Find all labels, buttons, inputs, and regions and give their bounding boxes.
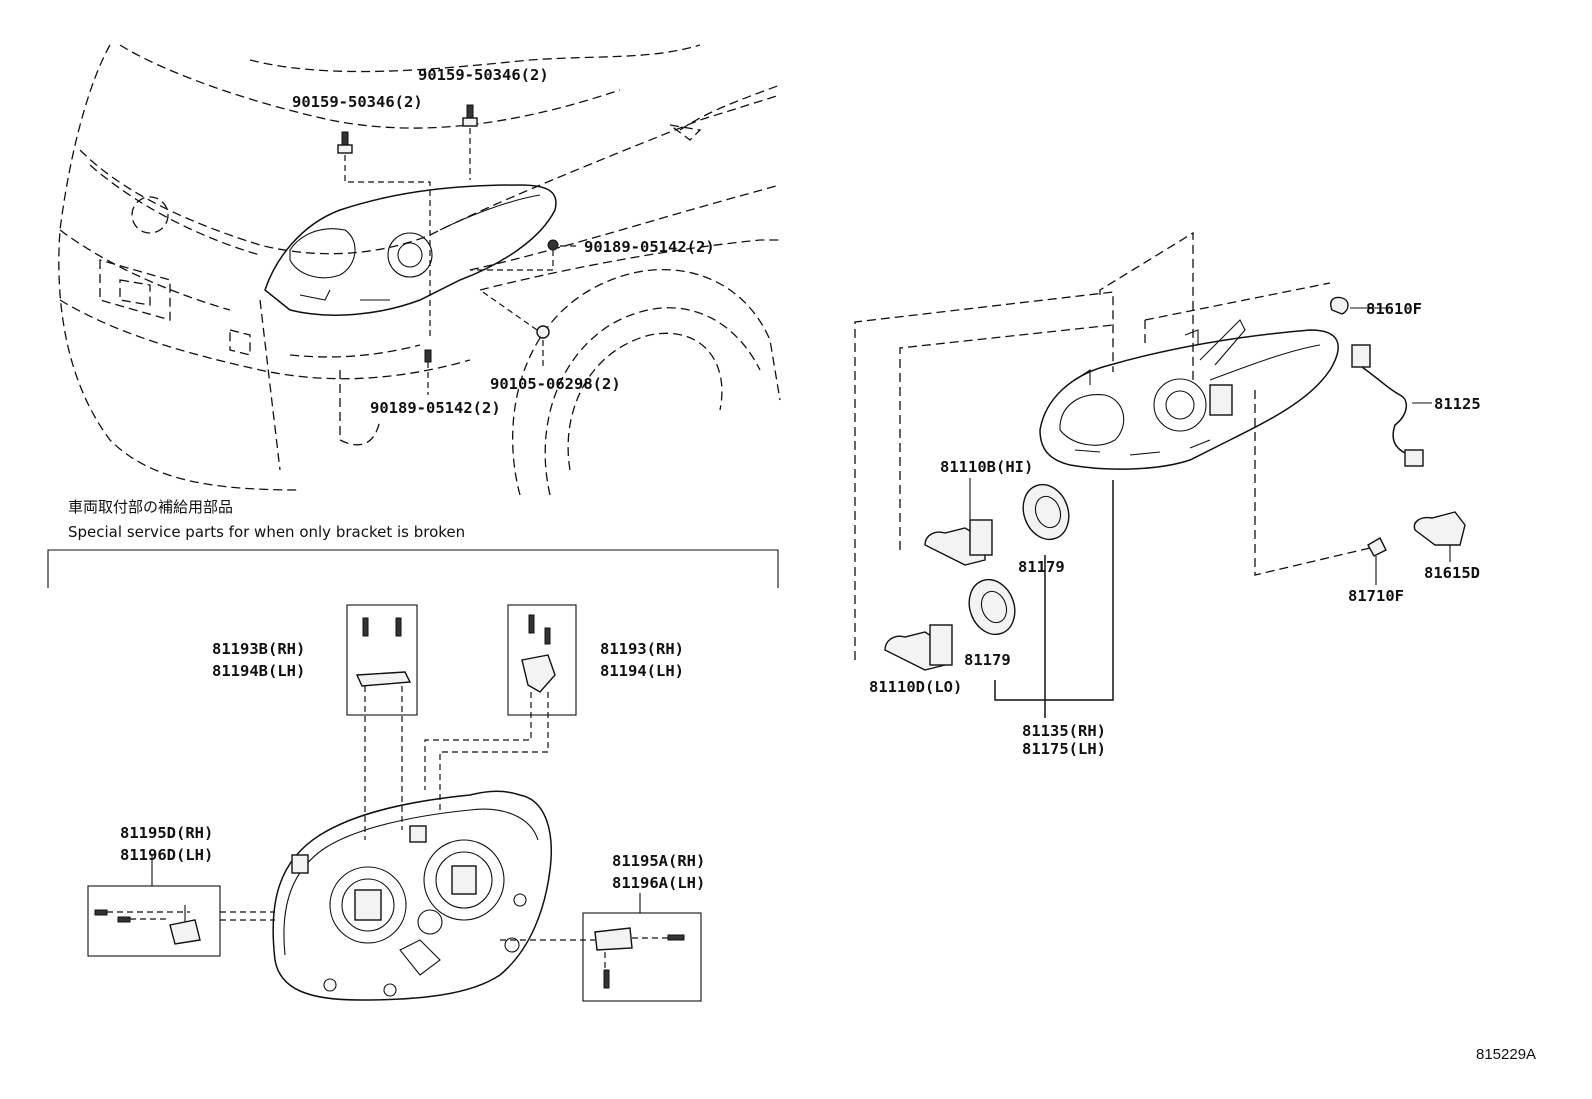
- label-81196A-lh: 81196A(LH): [612, 874, 705, 892]
- vehicle-front-outline: [58, 44, 781, 496]
- label-90105-06298: 90105-06298(2): [490, 375, 621, 393]
- label-81195D-rh: 81195D(RH): [120, 824, 213, 842]
- label-90159-50346-left: 90159-50346(2): [292, 93, 423, 111]
- label-81110D-lo: 81110D(LO): [869, 678, 962, 696]
- label-81135-rh: 81135(RH): [1022, 722, 1106, 740]
- label-81194B-lh: 81194B(LH): [212, 662, 305, 680]
- note-english: Special service parts for when only brac…: [68, 523, 465, 541]
- label-81615D: 81615D: [1424, 564, 1480, 582]
- note-japanese: 車両取付部の補給用部品: [68, 498, 233, 516]
- label-81193-rh: 81193(RH): [600, 640, 684, 658]
- bracket-box-81195D: [87, 856, 275, 957]
- label-81179-upper: 81179: [1018, 558, 1065, 576]
- label-81110B-hi: 81110B(HI): [940, 458, 1033, 476]
- headlamp-rear-view: [272, 790, 552, 1001]
- label-81193B-rh: 81193B(RH): [212, 640, 305, 658]
- label-90189-05142-lower: 90189-05142(2): [370, 399, 501, 417]
- label-81194-lh: 81194(LH): [600, 662, 684, 680]
- bracket-box-81195A: [500, 893, 702, 1002]
- figure-id: 815229A: [1476, 1046, 1536, 1063]
- bracket-box-81193B: [346, 604, 418, 840]
- label-81179-lower: 81179: [964, 651, 1011, 669]
- label-81195A-rh: 81195A(RH): [612, 852, 705, 870]
- label-90159-50346-upper: 90159-50346(2): [418, 66, 549, 84]
- label-90189-05142-right: 90189-05142(2): [584, 238, 715, 256]
- bracket-section-frame: [47, 549, 779, 588]
- label-81710F: 81710F: [1348, 587, 1404, 605]
- label-81610F: 81610F: [1366, 300, 1422, 318]
- headlamp-assembly-exploded: [854, 231, 1466, 718]
- label-81196D-lh: 81196D(LH): [120, 846, 213, 864]
- label-81175-lh: 81175(LH): [1022, 740, 1106, 758]
- label-81125: 81125: [1434, 395, 1481, 413]
- bracket-box-81193: [424, 604, 577, 810]
